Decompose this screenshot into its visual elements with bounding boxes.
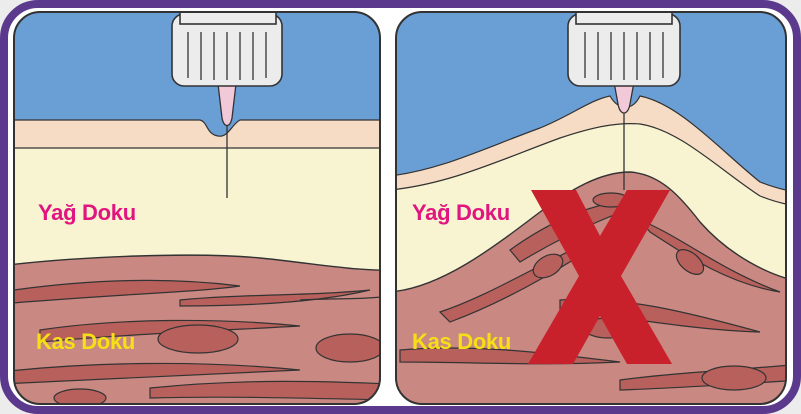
- muscle-tissue-label: Kas Doku: [412, 329, 511, 354]
- fat-tissue-label: Yağ Doku: [412, 200, 510, 225]
- panel-incorrect-injection: Yağ Doku Kas Doku: [390, 0, 801, 414]
- syringe-icon: [172, 4, 282, 86]
- syringe-icon: [568, 4, 680, 86]
- muscle-tissue-label: Kas Doku: [36, 329, 135, 354]
- panel-correct-injection: Yağ Doku Kas Doku: [0, 0, 400, 414]
- fat-tissue-label: Yağ Doku: [38, 200, 136, 225]
